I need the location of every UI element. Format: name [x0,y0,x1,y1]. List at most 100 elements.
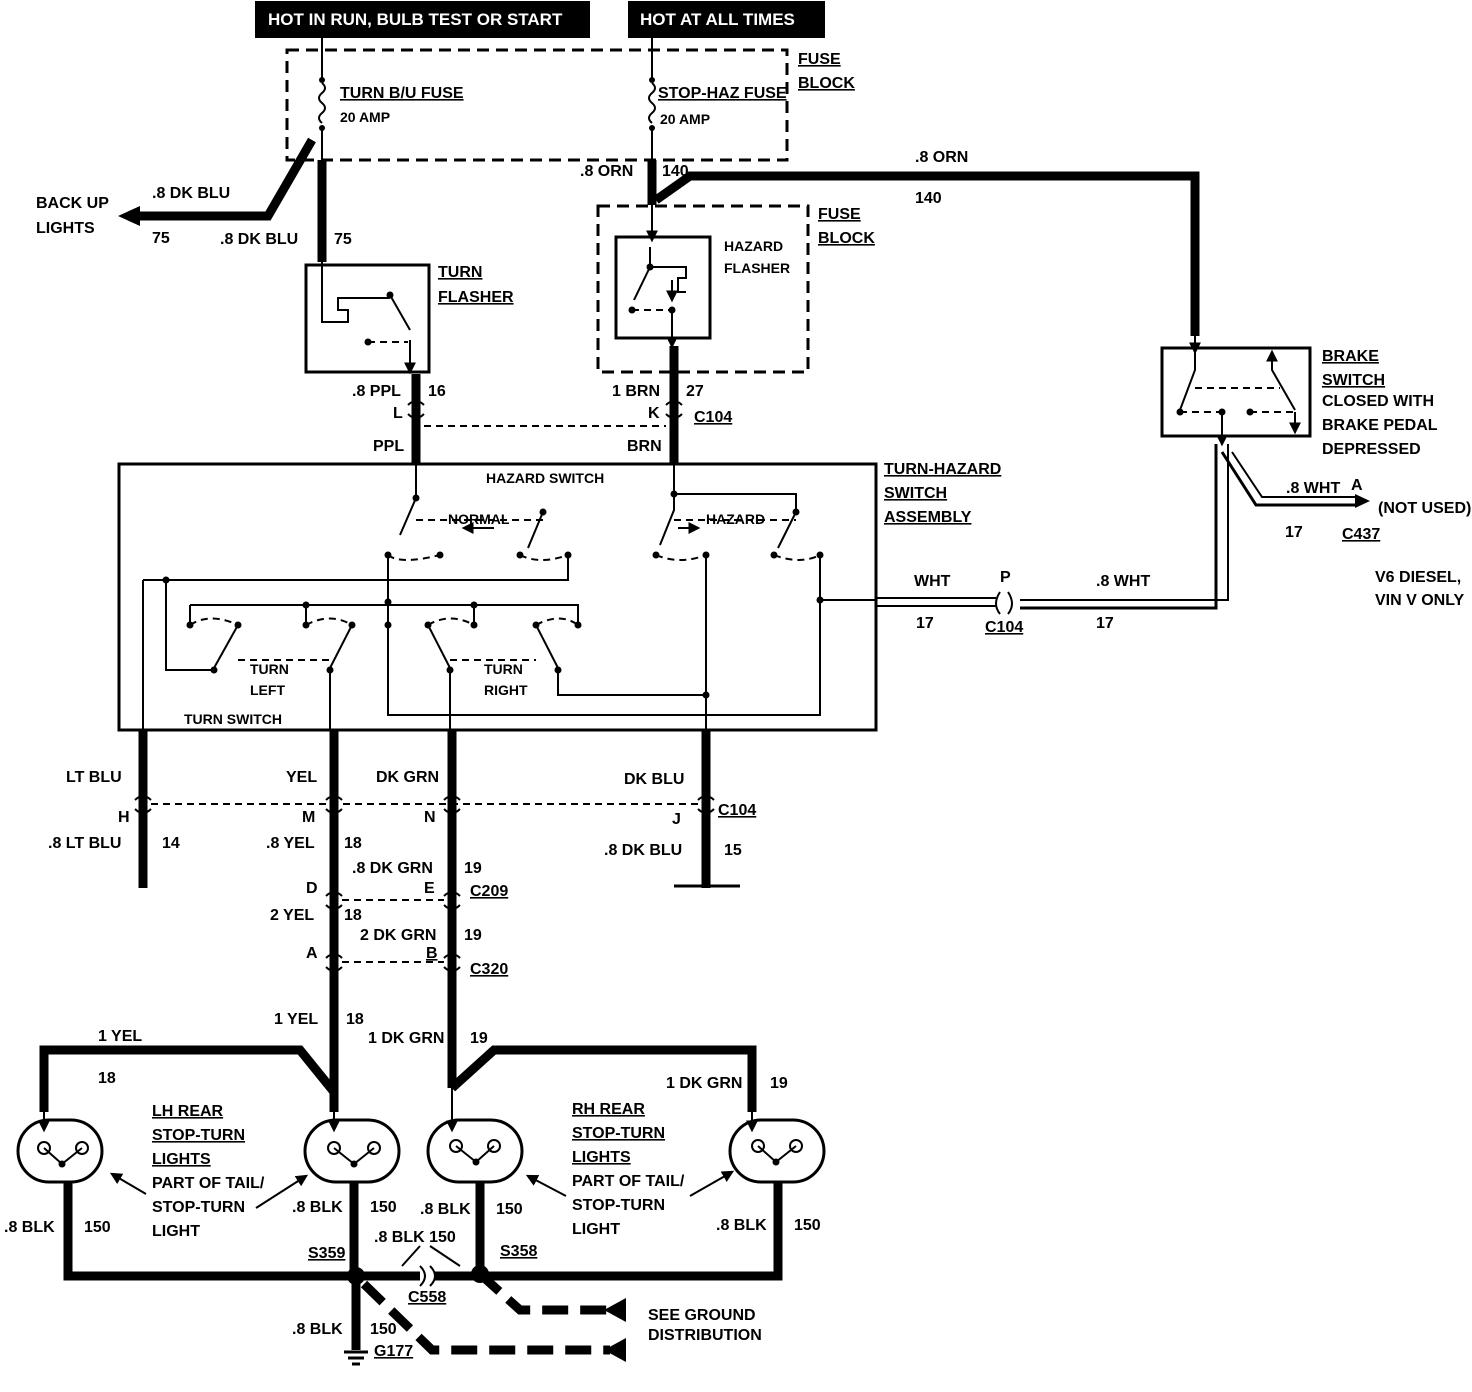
lh-title-3: LIGHTS [152,1151,211,1168]
ground-blk-circuit: 150 [370,1321,397,1338]
lh-blk-inner: .8 BLK [292,1199,343,1216]
c320-marks [325,953,461,972]
brake-switch-internals [1176,336,1301,447]
brake-switch-desc-3: DEPRESSED [1322,441,1421,458]
c104-bottom-marks [134,795,715,814]
wire-140-brake [653,171,1200,336]
switch-internals [142,464,876,730]
backup-wire-b: .8 DK BLU [220,231,298,248]
c209-pin-d: D [306,880,318,897]
lh-yel-wire: 1 YEL [274,1011,318,1028]
hazard-flasher-label-2: FLASHER [724,260,790,276]
lh-top-wire: 1 YEL [98,1028,142,1045]
switch-assembly-title-1: TURN-HAZARD [884,461,1001,478]
switch-assembly-title-2: SWITCH [884,485,947,502]
s358-label: S358 [500,1243,537,1260]
c104-pin-h: H [118,809,130,826]
hazard-flasher-label-1: HAZARD [724,238,783,254]
c104-ppl-circuit: 16 [428,383,446,400]
stop-fuse-name: STOP-HAZ FUSE [658,85,787,102]
lh-title-2: STOP-TURN [152,1127,245,1144]
c437-wire [1220,451,1355,507]
c104-lt-blu-color: LT BLU [66,769,122,786]
c437-vin-2: VIN V ONLY [1375,592,1465,609]
c104-ppl-color: PPL [373,438,404,455]
lh-top-circuit: 18 [98,1070,116,1087]
lh-part-3: LIGHT [152,1223,200,1240]
ground-dist-arrow-2 [604,1338,626,1362]
switch-assembly-title-3: ASSEMBLY [884,509,972,526]
rh-grn-circuit: 19 [470,1030,488,1047]
wire-75-backup [138,137,316,221]
fuse-block-mid-label-2: BLOCK [818,230,875,247]
c437-wire-label: .8 WHT [1286,480,1340,497]
lh-pointer-inner [255,1174,309,1209]
see-ground-2: DISTRIBUTION [648,1327,762,1344]
backup-circuit-a: 75 [152,230,170,247]
wht-conn: C104 [985,619,1023,636]
c209-yel-wire: 2 YEL [270,907,314,924]
c558-connector [419,1265,436,1287]
lh-blk-outer-circuit: 150 [84,1219,111,1236]
turn-fuse-symbol [318,77,326,131]
lh-part-1: PART OF TAIL/ [152,1175,265,1192]
turn-fuse-name: TURN B/U FUSE [340,85,464,102]
c104-brn-circuit: 27 [686,383,704,400]
turn-flasher-internals [321,262,416,375]
c320-pin-b: B [426,945,438,962]
wht-wire-inner [1020,444,1229,601]
mid-pointer-right [429,1245,461,1267]
fuse-block-top-label-2: BLOCK [798,75,855,92]
c104-ppl-wire: .8 PPL [352,383,401,400]
brake-switch-box [1160,346,1312,438]
c558-label: C558 [408,1289,446,1306]
lh-title-1: LH REAR [152,1103,224,1120]
rh-title-2: STOP-TURN [572,1125,665,1142]
banner-hot-all-text: HOT AT ALL TIMES [640,10,795,29]
orn-top-circuit: 140 [915,190,942,207]
rh-part-1: PART OF TAIL/ [572,1173,685,1190]
wire-150-lh-outer [63,1182,356,1281]
turn-flasher-label-2: FLASHER [438,289,514,306]
g177-label: G177 [374,1343,413,1360]
wht-circuit-in: 17 [916,615,934,632]
c104-pin-j: J [672,811,681,828]
c437-conn: C437 [1342,526,1380,543]
c104-lt-blu-wire: .8 LT BLU [48,835,121,852]
turn-flasher-label-1: TURN [438,264,482,281]
rh-grn-wire: 1 DK GRN [368,1030,444,1047]
ground-dist-arrow-1 [604,1298,626,1322]
c104-dk-blu-color: DK BLU [624,771,684,788]
c209-conn: C209 [470,883,508,900]
backup-dest-2: LIGHTS [36,220,95,237]
see-ground-1: SEE GROUND [648,1307,756,1324]
c209-grn-circuit: 19 [464,927,482,944]
backup-wire-a: .8 DK BLU [152,185,230,202]
turn-fuse-rating: 20 AMP [340,109,390,125]
c104-yel-circuit: 18 [344,835,362,852]
wht-out-circuit: 17 [1096,615,1114,632]
brake-switch-desc-1: CLOSED WITH [1322,393,1434,410]
c437-arrow [1355,494,1370,508]
ground-mid-wire: .8 BLK 150 [374,1229,456,1246]
c104-pin-m: M [302,809,315,826]
wire-150-rh-outer [480,1182,783,1281]
rh-part-3: LIGHT [572,1221,620,1238]
c437-note: (NOT USED) [1378,500,1471,517]
hazard-switch-label: HAZARD SWITCH [486,470,604,486]
c437-circuit: 17 [1285,524,1303,541]
banner-hot-run-text: HOT IN RUN, BULB TEST OR START [268,10,563,29]
wire-18-lh-outer [39,1045,338,1112]
wire-19-rh-outer [448,1045,757,1112]
s359-label: S359 [308,1245,345,1262]
c104-dk-grn-wire: .8 DK GRN [352,860,433,877]
brake-switch-title-2: SWITCH [1322,372,1385,389]
ground-dist-wire-1 [476,1270,610,1315]
ground-symbol-g177 [344,1350,368,1366]
c104-pin-n: N [424,809,436,826]
c104-top-connector-marks [407,400,683,427]
turn-switch-label: TURN SWITCH [184,711,282,727]
fuse-block-mid-box [596,204,810,374]
hazard-flasher-internals [628,205,687,349]
